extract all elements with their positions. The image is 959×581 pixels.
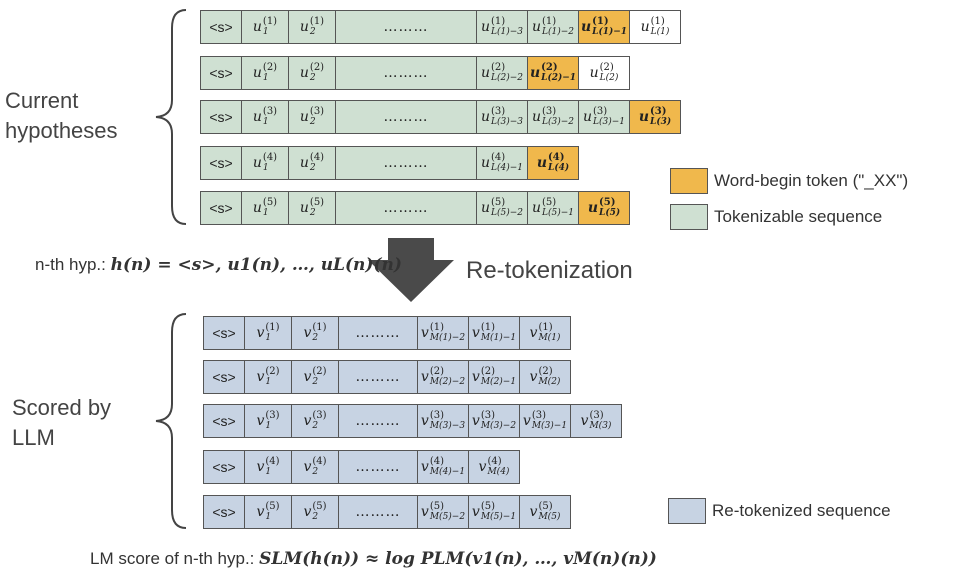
bos-token: <s>	[203, 404, 245, 438]
token-cell: u(4)L(4)−1	[476, 146, 528, 180]
down-arrow-icon	[368, 238, 454, 302]
token-cell: u(3)2	[288, 100, 336, 134]
ellipsis-cell: ………	[335, 146, 477, 180]
bos-token: <s>	[200, 10, 242, 44]
token-cell: u(5)L(5)−1	[527, 191, 579, 225]
token-cell: u(1)L(1)−1	[578, 10, 630, 44]
token-cell: v(5)1	[244, 495, 292, 529]
ellipsis-cell: ………	[335, 10, 477, 44]
token-cell: u(2)2	[288, 56, 336, 90]
bos-token: <s>	[200, 56, 242, 90]
token-cell: u(5)2	[288, 191, 336, 225]
token-cell: v(4)1	[244, 450, 292, 484]
token-cell: v(2)2	[291, 360, 339, 394]
legend-retokenized: Re-tokenized sequence	[668, 498, 891, 524]
legend-tokenizable: Tokenizable sequence	[670, 204, 882, 230]
token-cell: v(2)M(2)	[519, 360, 571, 394]
bos-token: <s>	[200, 100, 242, 134]
token-cell: v(3)M(3)−1	[519, 404, 571, 438]
token-cell: u(1)1	[241, 10, 289, 44]
legend-word-begin: Word-begin token ("_XX")	[670, 168, 908, 194]
token-cell: u(2)L(2)−1	[527, 56, 579, 90]
token-cell: v(3)2	[291, 404, 339, 438]
token-cell: u(3)L(3)	[629, 100, 681, 134]
token-cell: v(3)M(3)−2	[468, 404, 520, 438]
bottom-brace	[155, 313, 187, 529]
token-cell: v(1)M(1)−1	[468, 316, 520, 350]
ellipsis-cell: ………	[335, 191, 477, 225]
token-cell: u(1)L(1)−2	[527, 10, 579, 44]
token-cell: v(1)1	[244, 316, 292, 350]
token-cell: u(3)L(3)−2	[527, 100, 579, 134]
token-cell: v(5)M(5)−1	[468, 495, 520, 529]
token-cell: u(3)1	[241, 100, 289, 134]
token-cell: v(5)2	[291, 495, 339, 529]
token-cell: u(2)L(2)	[578, 56, 630, 90]
token-cell: v(1)2	[291, 316, 339, 350]
ellipsis-cell: ………	[338, 450, 418, 484]
bos-token: <s>	[200, 146, 242, 180]
token-cell: u(3)L(3)−1	[578, 100, 630, 134]
ellipsis-cell: ………	[338, 360, 418, 394]
token-cell: u(5)L(5)	[578, 191, 630, 225]
token-cell: v(5)M(5)	[519, 495, 571, 529]
token-cell: u(2)L(2)−2	[476, 56, 528, 90]
token-cell: v(1)M(1)	[519, 316, 571, 350]
bos-token: <s>	[203, 450, 245, 484]
word-begin-swatch	[670, 168, 708, 194]
token-cell: v(2)M(2)−2	[417, 360, 469, 394]
ellipsis-cell: ………	[335, 56, 477, 90]
token-cell: u(5)1	[241, 191, 289, 225]
current-hypotheses-label: Current hypotheses	[5, 88, 118, 143]
token-cell: u(1)L(1)	[629, 10, 681, 44]
token-cell: v(2)1	[244, 360, 292, 394]
bos-token: <s>	[203, 360, 245, 394]
top-brace	[155, 9, 187, 225]
token-cell: v(4)2	[291, 450, 339, 484]
token-cell: u(3)L(3)−3	[476, 100, 528, 134]
token-cell: v(4)M(4)−1	[417, 450, 469, 484]
token-cell: u(4)1	[241, 146, 289, 180]
token-cell: u(1)L(1)−3	[476, 10, 528, 44]
ellipsis-cell: ………	[338, 316, 418, 350]
retokenization-label: Re-tokenization	[466, 257, 633, 284]
token-cell: v(3)M(3)	[570, 404, 622, 438]
token-cell: u(4)L(4)	[527, 146, 579, 180]
bos-token: <s>	[203, 316, 245, 350]
token-cell: u(1)2	[288, 10, 336, 44]
tokenizable-swatch	[670, 204, 708, 230]
bos-token: <s>	[200, 191, 242, 225]
retokenized-swatch	[668, 498, 706, 524]
token-cell: u(4)2	[288, 146, 336, 180]
token-cell: v(1)M(1)−2	[417, 316, 469, 350]
token-cell: u(5)L(5)−2	[476, 191, 528, 225]
lm-score-formula: LM score of n-th hyp.: SLM(h(n)) ≈ log P…	[90, 549, 657, 569]
token-cell: u(2)1	[241, 56, 289, 90]
token-cell: v(3)M(3)−3	[417, 404, 469, 438]
token-cell: v(2)M(2)−1	[468, 360, 520, 394]
token-cell: v(4)M(4)	[468, 450, 520, 484]
token-cell: v(3)1	[244, 404, 292, 438]
ellipsis-cell: ………	[338, 404, 418, 438]
hypothesis-formula: n-th hyp.: h(n) = <s>, u1(n), …, uL(n)(n…	[35, 255, 402, 275]
token-cell: v(5)M(5)−2	[417, 495, 469, 529]
scored-by-llm-label: Scored by LLM	[12, 395, 112, 450]
ellipsis-cell: ………	[338, 495, 418, 529]
bos-token: <s>	[203, 495, 245, 529]
ellipsis-cell: ………	[335, 100, 477, 134]
